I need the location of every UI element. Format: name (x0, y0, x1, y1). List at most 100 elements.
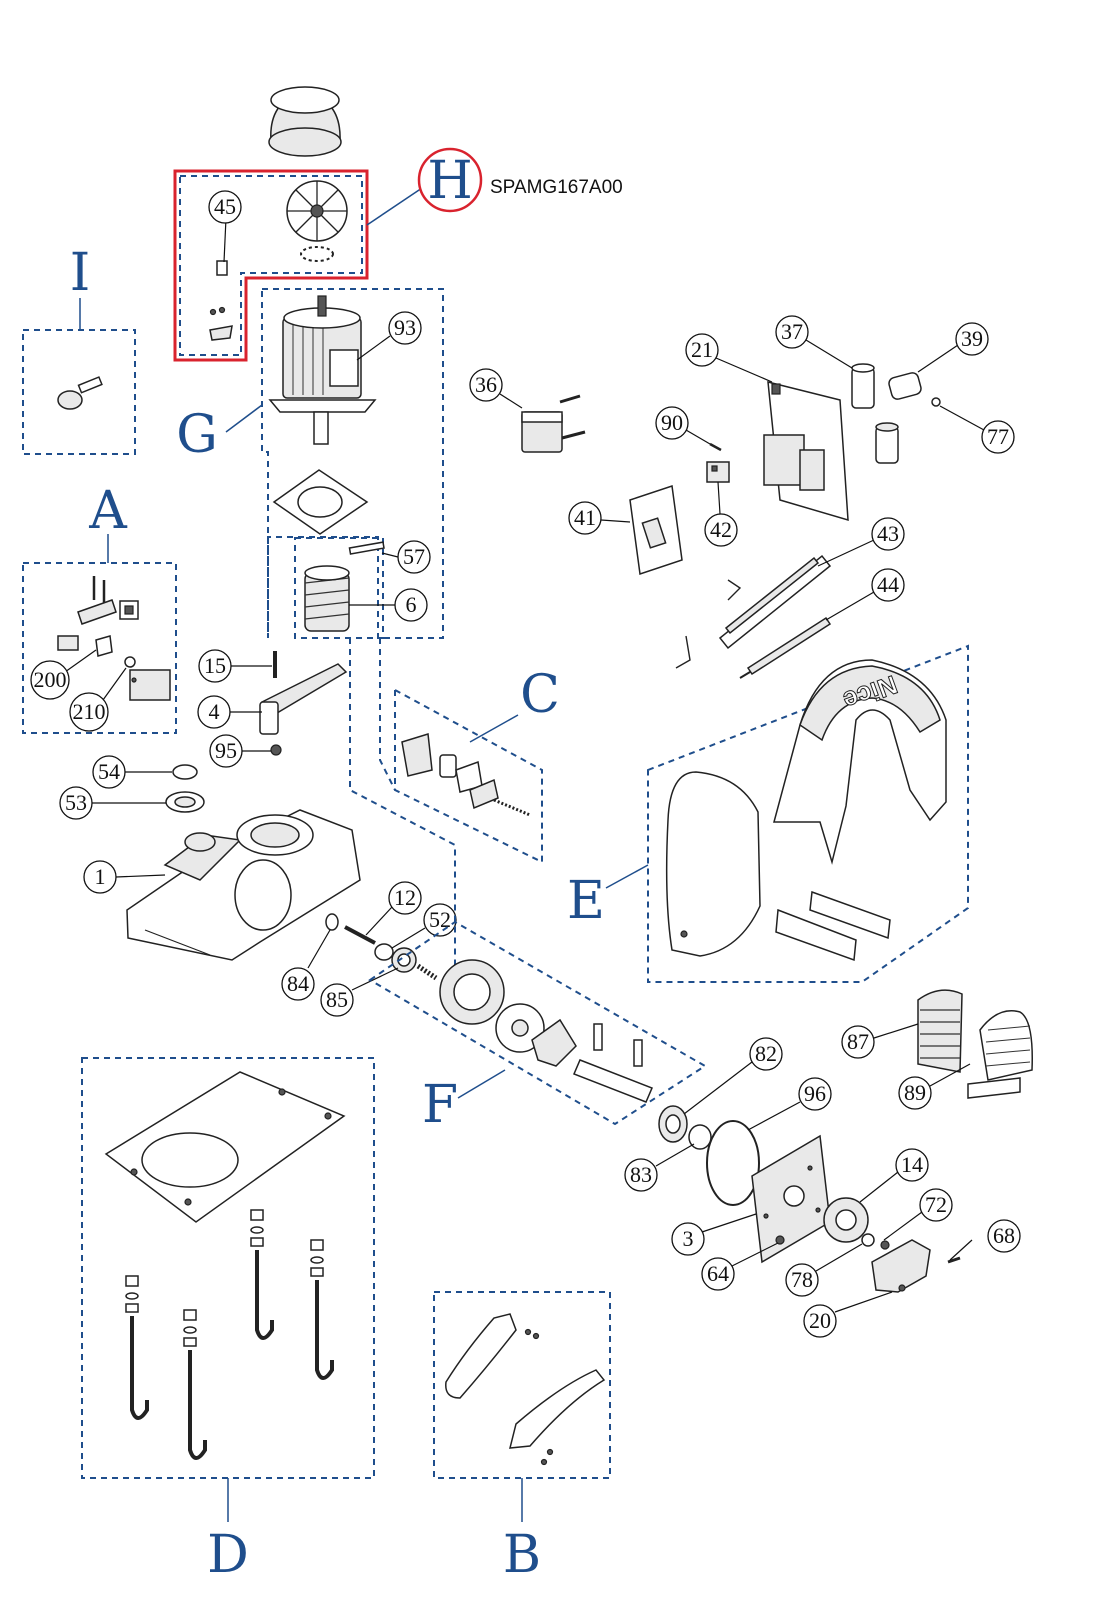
callout-21: 21 (685, 333, 719, 367)
callout-42: 42 (704, 513, 738, 547)
callout-4: 4 (197, 695, 231, 729)
callout-72: 72 (919, 1188, 953, 1222)
group-h-dashed-frame (179, 175, 363, 356)
svg-text:21: 21 (691, 337, 713, 362)
group-h-label: H (417, 147, 483, 213)
svg-text:H: H (427, 151, 472, 211)
limit-switch-harness-part (675, 554, 832, 669)
svg-text:12: 12 (394, 885, 416, 910)
svg-text:41: 41 (574, 505, 596, 530)
svg-text:77: 77 (987, 424, 1009, 449)
svg-text:43: 43 (877, 521, 899, 546)
group-i-label: I (70, 243, 91, 303)
svg-text:90: 90 (661, 410, 683, 435)
fan-part (286, 180, 348, 262)
group-c-label: C (520, 665, 560, 725)
callout-90: 90 (655, 406, 689, 440)
capacitor-39-part (888, 372, 922, 400)
group-b-frame (433, 1291, 611, 1479)
seal-rings-part (165, 764, 205, 813)
svg-text:72: 72 (925, 1192, 947, 1217)
svg-text:39: 39 (961, 326, 983, 351)
callout-89: 89 (898, 1076, 932, 1110)
main-cover-part: Nice (773, 659, 947, 865)
group-c-frame (394, 688, 543, 864)
side-cover-part (665, 771, 761, 957)
group-a-frame (22, 562, 177, 734)
callout-36: 36 (469, 368, 503, 402)
callout-54: 54 (92, 755, 126, 789)
callout-85: 85 (320, 983, 354, 1017)
release-handles-part (445, 1313, 606, 1466)
capacitor-37-part (851, 363, 899, 464)
anchor-bolts-part (125, 1209, 334, 1460)
svg-text:87: 87 (847, 1029, 869, 1054)
callout-78: 78 (785, 1263, 819, 1297)
group-h-highlight-frame (173, 169, 369, 362)
cap-cover-part (268, 86, 342, 157)
worm-screw-part (304, 541, 385, 632)
group-a-label: A (88, 481, 128, 541)
group-e-frame (647, 644, 969, 983)
callout-77: 77 (981, 420, 1015, 454)
highlight-part-code: SPAMG167A00 (490, 177, 623, 198)
pinion-cover-part (861, 1233, 961, 1293)
cable-44-part (739, 616, 832, 679)
callout-53: 53 (59, 786, 93, 820)
svg-text:89: 89 (904, 1080, 926, 1105)
base-housing-part (126, 809, 361, 961)
transformer-part (521, 394, 586, 453)
svg-text:85: 85 (326, 987, 348, 1012)
callout-83: 83 (624, 1158, 658, 1192)
motor-part (268, 295, 377, 445)
key-icon (57, 376, 103, 410)
grille-89-part (967, 1010, 1033, 1099)
callout-12: 12 (388, 881, 422, 915)
callout-39: 39 (955, 322, 989, 356)
svg-text:3: 3 (683, 1226, 694, 1251)
callout-93: 93 (388, 311, 422, 345)
svg-text:78: 78 (791, 1267, 813, 1292)
svg-text:20: 20 (809, 1308, 831, 1333)
callout-95: 95 (209, 734, 243, 768)
callout-57: 57 (397, 540, 431, 574)
svg-text:45: 45 (214, 194, 236, 219)
callout-20: 20 (803, 1304, 837, 1338)
svg-text:44: 44 (877, 572, 899, 597)
svg-text:84: 84 (287, 971, 309, 996)
svg-text:6: 6 (406, 592, 417, 617)
callout-52: 52 (423, 903, 457, 937)
svg-text:42: 42 (710, 517, 732, 542)
bearings-part (658, 1105, 760, 1206)
terminal-block-part (706, 461, 730, 483)
callout-1: 1 (83, 860, 117, 894)
limit-switch-part (401, 733, 531, 817)
callout-6: 6 (394, 588, 428, 622)
group-i-frame (22, 329, 136, 455)
callout-44: 44 (871, 568, 905, 602)
callout-87: 87 (841, 1025, 875, 1059)
callout-64: 64 (701, 1257, 735, 1291)
callout-200: 200 (30, 660, 70, 700)
brush-clip-part (209, 260, 233, 341)
svg-text:210: 210 (73, 699, 106, 724)
callout-15: 15 (198, 649, 232, 683)
control-board-part (763, 381, 849, 522)
svg-text:37: 37 (781, 319, 803, 344)
callout-14: 14 (895, 1148, 929, 1182)
callout-84: 84 (281, 967, 315, 1001)
gasket-part (272, 469, 369, 535)
svg-text:57: 57 (403, 544, 425, 569)
release-lever-part (259, 651, 348, 756)
callout-43: 43 (871, 517, 905, 551)
callout-210: 210 (69, 692, 109, 732)
release-lock-part (57, 576, 171, 701)
gearbox-plate-part (751, 1134, 831, 1264)
svg-text:1: 1 (95, 864, 106, 889)
svg-text:64: 64 (707, 1261, 729, 1286)
group-e-label: E (567, 871, 605, 931)
svg-text:52: 52 (429, 907, 451, 932)
group-f-frame (368, 920, 707, 1126)
callout-41: 41 (568, 501, 602, 535)
svg-text:82: 82 (755, 1041, 777, 1066)
